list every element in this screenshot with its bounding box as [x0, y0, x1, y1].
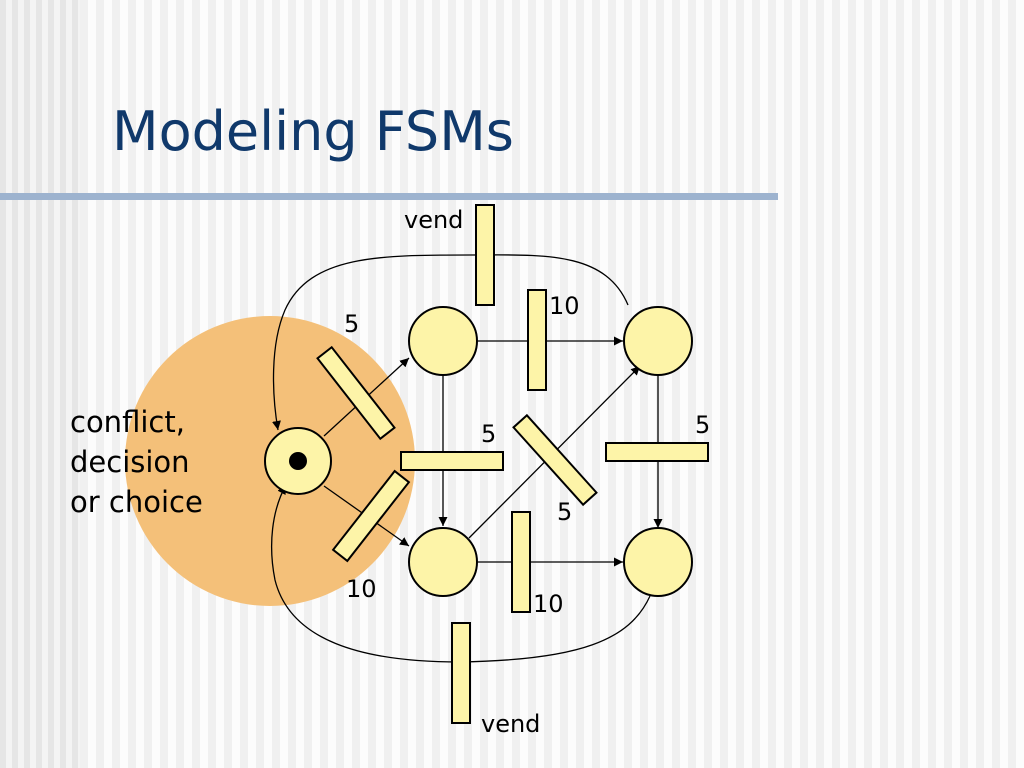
place-upper-left — [408, 306, 478, 376]
title-underline — [0, 193, 778, 200]
arc-vend-top — [272, 254, 629, 431]
label-5-upper-left: 5 — [344, 310, 359, 338]
note-line-2: decision — [70, 445, 190, 479]
conflict-note: conflict, decision or choice — [70, 402, 203, 522]
transition-10-lower-left — [331, 469, 411, 563]
label-vend-bottom: vend — [481, 710, 540, 738]
label-10-bottom-mid: 10 — [533, 590, 564, 618]
note-line-3: or choice — [70, 485, 203, 519]
transition-5-right — [605, 442, 709, 462]
transitions — [316, 204, 709, 724]
note-line-1: conflict, — [70, 405, 185, 439]
place-lower-left — [408, 527, 478, 597]
transition-5-diagonal — [512, 413, 598, 507]
place-lower-right — [623, 527, 693, 597]
label-10-top-right: 10 — [549, 292, 580, 320]
slide-title: Modeling FSMs — [112, 100, 514, 163]
place-upper-right — [623, 306, 693, 376]
label-5-diagonal: 5 — [557, 498, 572, 526]
transition-vend-top — [475, 204, 495, 306]
token — [289, 452, 307, 470]
label-vend-top: vend — [404, 206, 463, 234]
label-10-lower-left: 10 — [346, 575, 377, 603]
transition-5-center — [400, 451, 504, 471]
arc-vend-bottom — [270, 484, 651, 663]
transition-10-top-right — [527, 289, 547, 391]
label-5-center: 5 — [481, 420, 496, 448]
label-5-right: 5 — [695, 411, 710, 439]
transition-10-bottom-mid — [511, 511, 531, 613]
transition-5-upper-left — [316, 345, 396, 441]
transition-vend-bottom — [451, 622, 471, 724]
left-stripe-band — [0, 0, 80, 768]
places — [264, 306, 693, 597]
